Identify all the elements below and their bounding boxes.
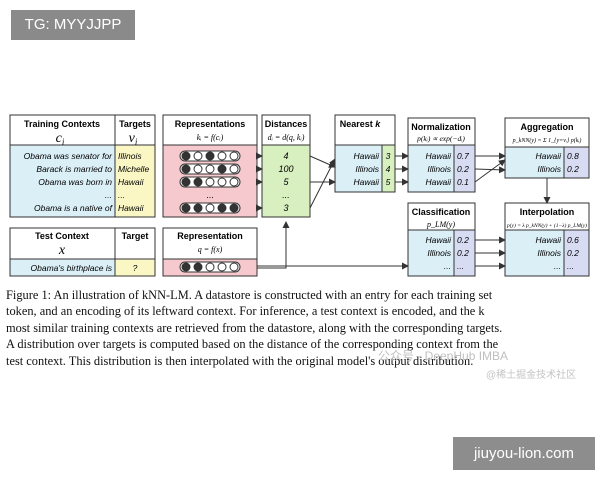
aggregation-header: Aggregation <box>521 122 574 132</box>
distance-cell: 100 <box>278 164 293 174</box>
aggregation-prob-cell: 0.8 <box>567 151 579 161</box>
training-context-cell: Obama was senator for <box>24 151 114 161</box>
distance-cell: 5 <box>283 177 289 187</box>
test-target-header: Target <box>122 231 149 241</box>
interpolation-target-cell: ... <box>554 261 561 271</box>
site-watermark: jiuyou-lion.com <box>453 437 595 470</box>
figure-caption: Figure 1: An illustration of kNN-LM. A d… <box>6 287 596 369</box>
test-target-text: ? <box>133 263 138 273</box>
representations-header: Representations <box>175 119 246 129</box>
training-context-cell: Obama is a native of <box>34 203 114 213</box>
distance-cell: 3 <box>283 203 288 213</box>
training-context-cell: Obama was born in <box>38 177 112 187</box>
training-context-cell: ... <box>105 190 112 200</box>
training-targets-header: Targets <box>119 119 151 129</box>
training-table: Training Contexts ci Targets vi Obama wa… <box>9 114 156 218</box>
training-target-cell: Hawaii <box>118 203 145 213</box>
training-targets-symbol: vi <box>129 131 138 147</box>
nearest-distance-cell: 4 <box>386 164 391 174</box>
classification-target-cell: Illinois <box>427 248 451 258</box>
tg-watermark: TG: MYYJJPP <box>11 10 135 40</box>
embedding-vector <box>179 150 241 162</box>
interpolation-formula: p(y) = λ p_kNN(y) + (1−λ) p_LM(y) <box>506 222 587 229</box>
classification-formula: p_LM(y) <box>426 220 455 229</box>
test-table: Test Context x Target Obama's birthplace… <box>9 227 156 277</box>
aggregation-prob-cell: 0.2 <box>567 164 579 174</box>
embedding-vector <box>179 202 241 214</box>
classification-target-cell: ... <box>444 261 451 271</box>
distances-header: Distances <box>265 119 308 129</box>
representations-formula: kᵢ = f(cᵢ) <box>197 133 224 142</box>
interpolation-prob-cell: ... <box>567 261 574 271</box>
normalization-target-cell: Hawaii <box>425 177 452 187</box>
normalization-target-cell: Illinois <box>427 164 451 174</box>
nearest-distance-cell: 5 <box>386 177 391 187</box>
normalization-target-cell: Hawaii <box>425 151 452 161</box>
caption-line-5: test context. This distribution is then … <box>6 353 474 368</box>
training-context-cell: Barack is married to <box>36 164 112 174</box>
knn-lm-figure: Training Contexts ci Targets vi Obama wa… <box>9 114 590 277</box>
normalization-prob-cell: 0.7 <box>457 151 469 161</box>
aggregation-formula: p_kNN(y) = Σ 1_{y=vᵢ} p(kᵢ) <box>512 137 582 144</box>
distances-formula: dᵢ = d(q, kᵢ) <box>268 133 305 142</box>
training-target-cell: Hawaii <box>118 177 145 187</box>
test-context-symbol: x <box>58 243 66 258</box>
classification-header: Classification <box>412 207 471 217</box>
representations-box: Representations kᵢ = f(cᵢ) ... <box>162 114 258 218</box>
normalization-box: Normalization p(kᵢ) ∝ exp(−dᵢ) Hawaii 0.7… <box>407 117 476 193</box>
interpolation-header: Interpolation <box>520 207 575 217</box>
training-target-cell: ... <box>118 190 125 200</box>
classification-target-cell: Hawaii <box>425 235 452 245</box>
normalization-formula: p(kᵢ) ∝ exp(−dᵢ) <box>416 134 465 143</box>
interpolation-prob-cell: 0.6 <box>567 235 579 245</box>
faint-watermark-2: @稀土掘金技术社区 <box>486 370 577 381</box>
nearest-header: Nearest k <box>340 119 382 129</box>
training-contexts-header: Training Contexts <box>24 119 100 129</box>
flow-arrows <box>256 152 551 270</box>
caption-line-1: Figure 1: An illustration of kNN-LM. A d… <box>6 288 493 302</box>
distances-box: Distances dᵢ = d(q, kᵢ) 4 100 5... 3 <box>261 114 311 218</box>
nearest-target-cell: Hawaii <box>353 177 380 187</box>
aggregation-target-cell: Hawaii <box>535 151 562 161</box>
interpolation-prob-cell: 0.2 <box>567 248 579 258</box>
normalization-header: Normalization <box>411 122 471 132</box>
classification-prob-cell: 0.2 <box>457 248 469 258</box>
interpolation-target-cell: Illinois <box>537 248 561 258</box>
caption-line-3: most similar training contexts are retri… <box>6 320 503 335</box>
representation-ellipsis: ... <box>206 190 214 200</box>
training-target-cell: Illinois <box>118 151 142 161</box>
distance-cell: ... <box>282 190 290 200</box>
embedding-vector <box>179 163 241 175</box>
caption-line-2: token, and an encoding of its leftward c… <box>6 304 485 319</box>
aggregation-target-cell: Illinois <box>537 164 561 174</box>
nearest-target-cell: Hawaii <box>353 151 380 161</box>
normalization-prob-cell: 0.1 <box>457 177 469 187</box>
embedding-vector <box>179 176 241 188</box>
faint-watermark-1: 公众号 · DeepHub IMBA <box>378 349 509 363</box>
normalization-prob-cell: 0.2 <box>457 164 469 174</box>
training-contexts-symbol: ci <box>56 131 65 147</box>
caption-line-4: A distribution over targets is computed … <box>6 337 499 352</box>
interpolation-box: Interpolation p(y) = λ p_kNN(y) + (1−λ) … <box>504 202 590 277</box>
nearest-distance-cell: 3 <box>386 151 391 161</box>
test-context-text: Obama's birthplace is <box>31 263 113 273</box>
test-context-header: Test Context <box>35 231 89 241</box>
embedding-vector <box>179 261 241 273</box>
interpolation-target-cell: Hawaii <box>535 235 562 245</box>
aggregation-box: Aggregation p_kNN(y) = Σ 1_{y=vᵢ} p(kᵢ) … <box>504 117 590 179</box>
test-representation-formula: q = f(x) <box>198 245 223 254</box>
classification-prob-cell: 0.2 <box>457 235 469 245</box>
distance-cell: 4 <box>283 151 288 161</box>
training-target-cell: Michelle <box>118 164 149 174</box>
classification-prob-cell: ... <box>457 261 464 271</box>
nearest-target-cell: Illinois <box>355 164 379 174</box>
test-representation-box: Representation q = f(x) <box>162 227 258 277</box>
test-representation-header: Representation <box>177 231 243 241</box>
